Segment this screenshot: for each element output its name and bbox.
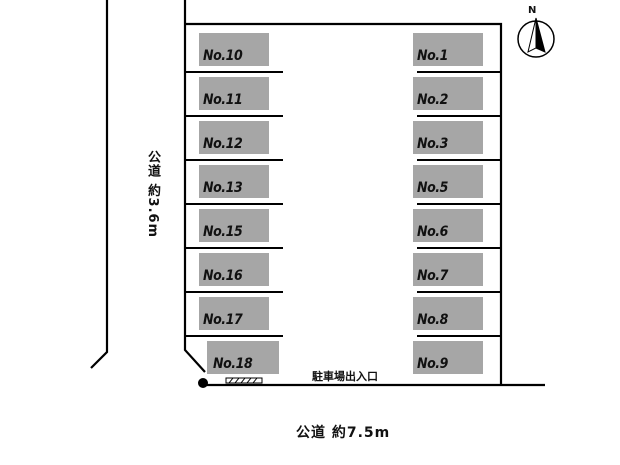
parking-space-label: No.10 [203, 48, 243, 64]
parking-space-left-7 [207, 341, 279, 374]
parking-space-left-3 [199, 165, 269, 198]
parking-space-right-6 [413, 297, 483, 330]
parking-space-label: No.7 [417, 268, 448, 284]
parking-space-label: No.15 [203, 224, 243, 240]
parking-space-right-5 [413, 253, 483, 286]
parking-space-left-4 [199, 209, 269, 242]
parking-space-left-6 [199, 297, 269, 330]
parking-space-label: No.5 [417, 180, 448, 196]
entrance-label: 駐車場出入口 [312, 370, 378, 383]
parking-space-label: No.6 [417, 224, 448, 240]
parking-space-right-4 [413, 209, 483, 242]
parking-space-label: No.2 [417, 92, 448, 108]
compass-north-label: N [528, 5, 537, 16]
parking-space-label: No.16 [203, 268, 243, 284]
lot-outline-top-right [185, 22, 503, 385]
parking-space-left-1 [199, 77, 269, 110]
bottom-road-label: 公道 約7.5m [296, 425, 391, 441]
left-divider-lines [185, 71, 283, 337]
parking-space-left-5 [199, 253, 269, 286]
parking-space-label: No.18 [213, 356, 253, 372]
parking-space-label: No.17 [203, 312, 243, 328]
right-divider-lines [417, 71, 501, 337]
left-road-boundary [90, 0, 109, 369]
left-parking-spaces [199, 33, 279, 374]
parking-space-left-0 [199, 33, 269, 66]
left-road-label: 公道 約3.6m [145, 150, 160, 239]
parking-space-right-3 [413, 165, 483, 198]
parking-space-label: No.13 [203, 180, 243, 196]
parking-space-label: No.1 [417, 48, 448, 64]
parking-space-right-2 [413, 121, 483, 154]
parking-space-label: No.8 [417, 312, 448, 328]
parking-space-right-0 [413, 33, 483, 66]
parking-space-left-2 [199, 121, 269, 154]
parking-space-label: No.11 [203, 92, 243, 108]
right-parking-spaces [413, 33, 483, 374]
parking-space-right-7 [413, 341, 483, 374]
parking-space-label: No.9 [417, 356, 448, 372]
parking-space-label: No.12 [203, 136, 243, 152]
parking-space-right-1 [413, 77, 483, 110]
entrance-marker [225, 377, 263, 384]
compass-icon [517, 17, 555, 58]
corner-marker [198, 378, 208, 388]
parking-space-label: No.3 [417, 136, 448, 152]
